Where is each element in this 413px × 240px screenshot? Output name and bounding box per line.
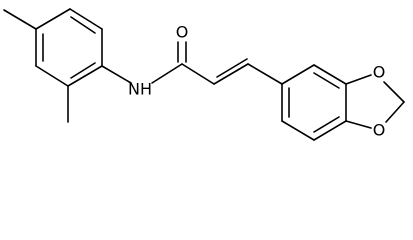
bond [67, 65, 103, 87]
bond-ring-to-o-top [345, 74, 372, 85]
chemical-structure-diagram: NH O O O [3, 8, 405, 141]
alkene-double-bond [216, 58, 248, 78]
nh-label: NH [128, 80, 152, 99]
alkene-double-bond [213, 63, 249, 85]
bond-carbonyl-to-alkene [181, 63, 215, 85]
ring-o-bottom-label: O [373, 121, 386, 140]
double-bond-inner [70, 62, 96, 79]
bond-o-top-to-ch2 [383, 81, 405, 103]
benzodioxole-ring [281, 64, 347, 141]
bond [281, 120, 315, 141]
bond-ch2-to-o-bottom [385, 101, 405, 123]
dimethylphenyl-ring [35, 8, 103, 87]
double-bond-inner [70, 16, 96, 34]
double-bond-inner [313, 72, 340, 89]
carbonyl-o-label: O [176, 23, 189, 42]
bond-alkene-to-ring [247, 63, 283, 85]
bond [35, 65, 69, 87]
ring-o-top-label: O [373, 63, 386, 82]
bond-n-to-carbonyl [151, 63, 183, 84]
bond [281, 64, 315, 85]
bond [313, 64, 347, 85]
bond-ring-to-o-bottom [345, 120, 372, 129]
bond-ring-to-n [101, 65, 132, 84]
double-bond-inner [313, 116, 340, 133]
bond [69, 8, 103, 30]
bond [35, 8, 71, 30]
methyl-bond-top [3, 9, 37, 30]
bond [313, 120, 347, 141]
